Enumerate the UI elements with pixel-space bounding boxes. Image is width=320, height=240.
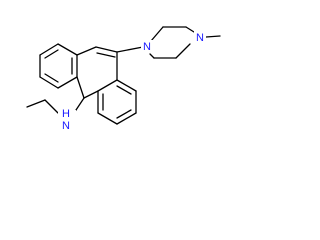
structure-canvas: N N H N [0,0,237,148]
atom-n-amine-h-label: H [62,108,70,120]
atom-n-piperazine-methyl-label: N [196,32,204,44]
atom-n-piperazine-aryl-label: N [143,41,151,53]
atom-n-piperazine-methyl: N [194,31,206,44]
molecule-drawing: N N H N [26,26,221,134]
atom-n-amine: H N [58,108,76,134]
benzene-ring-upper-left [39,43,78,89]
benzene-ring-lower [97,79,137,125]
atom-n-piperazine-aryl: N [141,40,153,53]
atom-n-amine-label: N [62,120,70,132]
central-ring [76,46,118,99]
piperazine-ring [116,26,221,59]
